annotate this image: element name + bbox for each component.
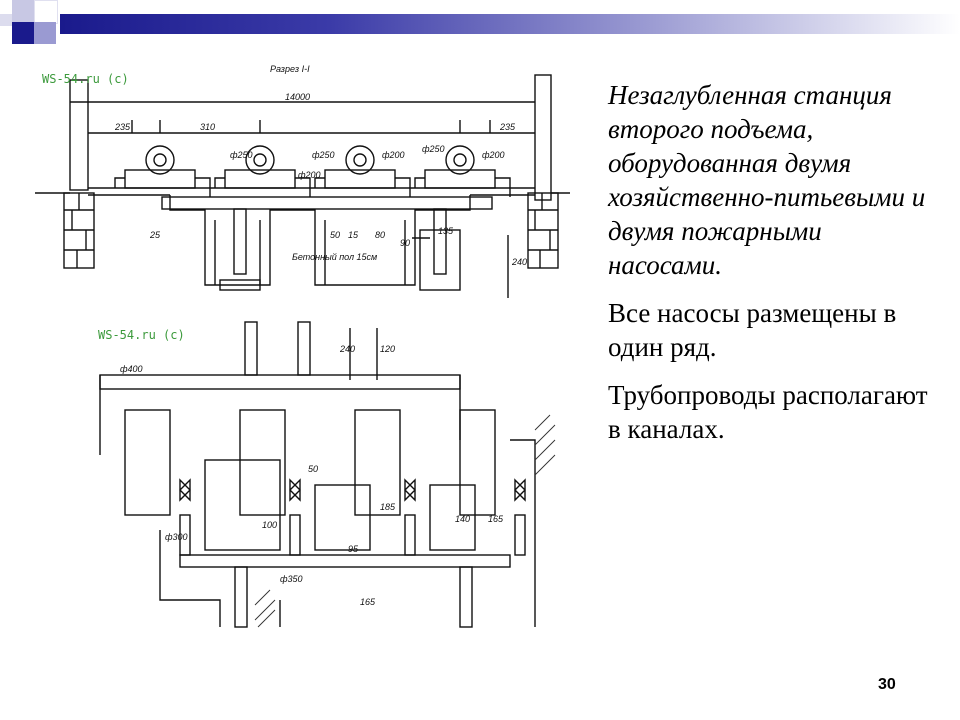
- section-title: Разрез I-I: [270, 64, 310, 74]
- plan-riser-3: [404, 514, 416, 556]
- pipe-200-a: ф200: [298, 170, 321, 180]
- valve-2: [289, 478, 301, 502]
- plan-walls-top: [99, 375, 461, 455]
- plan-riser-4: [514, 514, 526, 556]
- plan-outlet-2: [459, 566, 473, 628]
- dim-ticks: [131, 120, 491, 133]
- plan-dim-95: 95: [348, 544, 359, 554]
- plan-frame-right: [510, 439, 536, 627]
- plan-motor-3: [314, 484, 371, 551]
- drawing-svg: Разрез I-I 14000 235 310 235 25 50 15 80…: [35, 64, 570, 628]
- plan-dia-350: ф350: [280, 574, 303, 584]
- bullet-pipelines: Трубопроводы располагают в каналах.: [608, 380, 928, 444]
- deco-square: [12, 0, 34, 22]
- deco-square: [12, 22, 34, 44]
- channel-outline: [169, 195, 471, 286]
- pump-4: [414, 145, 511, 197]
- dim-310: 310: [200, 122, 215, 132]
- left-wall: [69, 79, 89, 191]
- pipe-250-c: ф250: [422, 144, 445, 154]
- dim-15: 15: [348, 230, 359, 240]
- plan-frame-left: [159, 530, 281, 627]
- watermark-top: WS-54.ru (c): [42, 72, 129, 86]
- plan-riser-2: [289, 514, 301, 556]
- dim-50: 50: [330, 230, 340, 240]
- plan-dim-50: 50: [308, 464, 318, 474]
- pipe-200-c: ф200: [482, 150, 505, 160]
- main-pipe-section: [161, 196, 493, 210]
- plan-lower-pipe: [179, 554, 511, 568]
- valve-3: [404, 478, 416, 502]
- dim-80: 80: [375, 230, 385, 240]
- dim-235-right: 235: [499, 122, 516, 132]
- plan-outlet-1: [234, 566, 248, 628]
- bullet-pumps-row: Все насосы размещены в один ряд.: [608, 298, 897, 362]
- dim-total: 14000: [285, 92, 310, 102]
- pump-1: [114, 145, 211, 197]
- pump-station-drawing: Разрез I-I 14000 235 310 235 25 50 15 80…: [30, 60, 570, 635]
- channel-inner: [214, 220, 406, 285]
- plan-riser-1: [179, 514, 191, 556]
- plan-dim-185: 185: [380, 502, 396, 512]
- hatch-right: [534, 414, 556, 476]
- dim-135: 135: [438, 226, 454, 236]
- valve-4: [514, 478, 526, 502]
- plan-main-pipe: [99, 374, 461, 390]
- plan-dia-400: ф400: [120, 364, 143, 374]
- valve-1: [179, 478, 191, 502]
- pump-2: [214, 145, 311, 197]
- right-wall: [534, 74, 552, 201]
- channel-floor: [219, 279, 261, 291]
- deco-square: [34, 22, 56, 44]
- watermark-bottom: WS-54.ru (c): [98, 328, 185, 342]
- left-stones: [64, 193, 94, 268]
- dim-235-left: 235: [114, 122, 131, 132]
- deco-square: [34, 0, 58, 24]
- dim-25: 25: [149, 230, 161, 240]
- plan-pump-1: [124, 409, 171, 516]
- plan-dim-120-label: 120: [380, 344, 395, 354]
- plan-suction-2: [297, 321, 311, 376]
- pipe-250-b: ф250: [312, 150, 335, 160]
- plan-dim-240-label: 240: [339, 344, 355, 354]
- right-stones: [528, 193, 558, 268]
- plan-motor-4: [429, 484, 476, 551]
- plan-motor-2: [204, 459, 281, 551]
- hatch-bottom: [254, 589, 276, 628]
- plan-dim-100: 100: [262, 520, 277, 530]
- vertical-pipe-1: [233, 208, 247, 275]
- plan-pump-3: [354, 409, 401, 516]
- dim-90: 90: [400, 238, 410, 248]
- plan-dim-140: 140: [455, 514, 470, 524]
- dim-240-side: 240: [511, 257, 527, 267]
- page-number: 30: [878, 676, 896, 693]
- pump-3: [314, 145, 411, 197]
- plan-dia-300: ф300: [165, 532, 188, 542]
- description-paragraph: Незаглубленная станция второго подъема, …: [608, 80, 926, 280]
- description-column: Незаглубленная станция второго подъема, …: [608, 78, 928, 460]
- pipe-200-b: ф200: [382, 150, 405, 160]
- plan-dim-165b: 165: [360, 597, 376, 607]
- plan-pump-4: [459, 409, 496, 516]
- pipe-250-a: ф250: [230, 150, 253, 160]
- gradient-bar: [60, 14, 960, 34]
- right-channel: [419, 229, 461, 291]
- title-bar-decoration: [0, 0, 960, 48]
- plan-pump-2: [239, 409, 286, 516]
- vertical-pipe-2: [433, 208, 447, 275]
- deco-square: [0, 14, 12, 26]
- plan-dim-165: 165: [488, 514, 504, 524]
- plan-suction-1: [244, 321, 258, 376]
- floor-label: Бетонный пол 15см: [292, 252, 377, 262]
